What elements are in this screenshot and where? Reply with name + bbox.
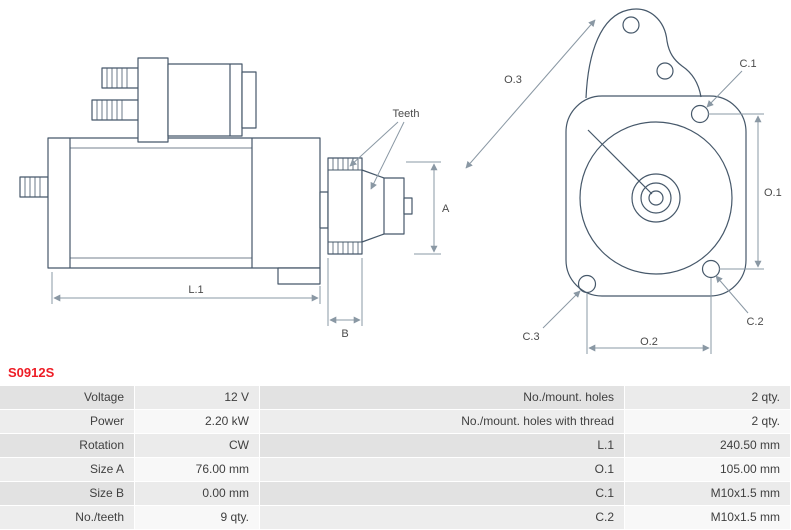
spec-label: Rotation	[0, 434, 135, 458]
technical-drawing: Teeth A L.1 B	[19, 8, 782, 354]
dim-o2-label: O.2	[640, 336, 658, 348]
dim-o1-label: O.1	[764, 187, 782, 199]
spec-value: 12 V	[135, 386, 260, 410]
spec-value: M10x1.5 mm	[625, 506, 791, 530]
spec-label: O.1	[260, 458, 625, 482]
spec-value: M10x1.5 mm	[625, 482, 791, 506]
side-view-dimensions	[51, 121, 441, 326]
spec-label: Size A	[0, 458, 135, 482]
spec-value: 9 qty.	[135, 506, 260, 530]
spec-value: 2 qty.	[625, 386, 791, 410]
dim-c1-label: C.1	[739, 58, 756, 70]
spec-label: L.1	[260, 434, 625, 458]
end-view-dimensions	[465, 19, 764, 354]
side-view-labels: Teeth A L.1 B	[188, 108, 450, 340]
spec-table: Voltage 12 V No./mount. holes 2 qty. Pow…	[0, 386, 791, 530]
starter-end-view	[565, 8, 747, 297]
spec-value: 76.00 mm	[135, 458, 260, 482]
spec-label: No./mount. holes with thread	[260, 410, 625, 434]
spec-label: C.2	[260, 506, 625, 530]
spec-label: Power	[0, 410, 135, 434]
spec-value: CW	[135, 434, 260, 458]
spec-label: Size B	[0, 482, 135, 506]
spec-label: C.1	[260, 482, 625, 506]
dim-b-label: B	[341, 328, 348, 340]
spec-label: No./mount. holes	[260, 386, 625, 410]
spec-value: 240.50 mm	[625, 434, 791, 458]
spec-value: 2 qty.	[625, 410, 791, 434]
dim-c3-label: C.3	[522, 331, 539, 343]
spec-value: 0.00 mm	[135, 482, 260, 506]
dim-c2-label: C.2	[746, 316, 763, 328]
spec-value: 2.20 kW	[135, 410, 260, 434]
spec-label: Voltage	[0, 386, 135, 410]
spec-label: No./teeth	[0, 506, 135, 530]
starter-side-view	[19, 57, 413, 285]
part-number: S0912S	[8, 365, 55, 380]
teeth-label: Teeth	[393, 108, 420, 120]
spec-value: 105.00 mm	[625, 458, 791, 482]
dim-a-label: A	[442, 203, 450, 215]
dim-o3-label: O.3	[504, 74, 522, 86]
dim-l1-label: L.1	[188, 284, 203, 296]
end-view-labels: O.3 C.1 O.1 C.2 C.3 O.2	[504, 58, 782, 348]
